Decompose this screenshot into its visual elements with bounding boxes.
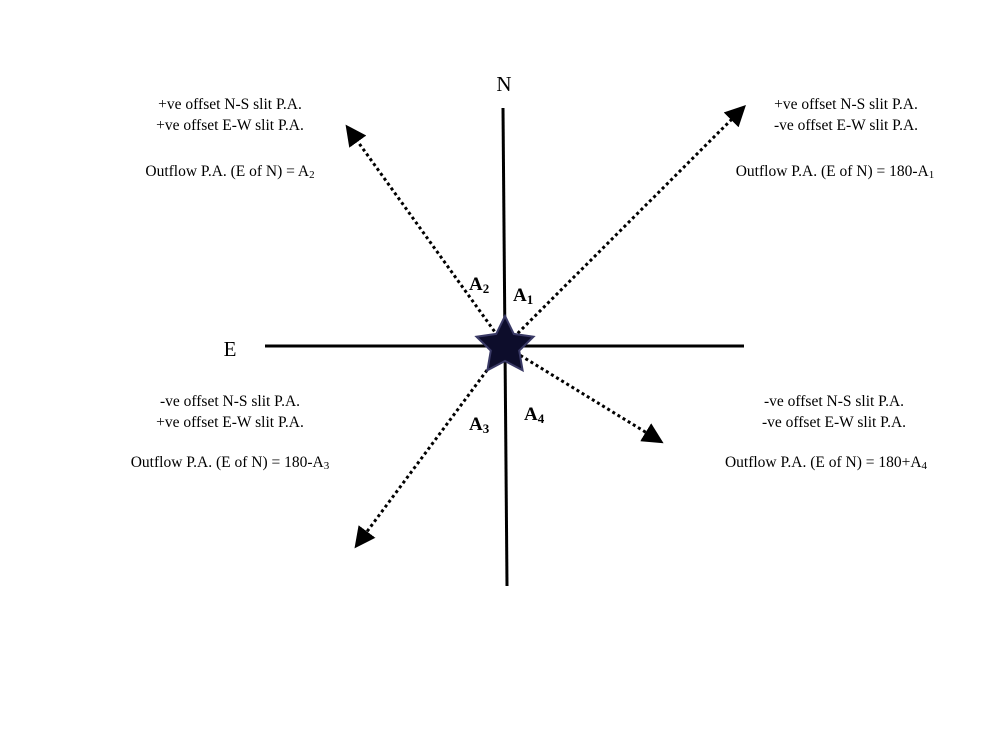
quadrant-bottom-right: -ve offset N-S slit P.A. -ve offset E-W … — [725, 393, 928, 472]
quadrant-top-left: +ve offset N-S slit P.A. +ve offset E-W … — [145, 96, 314, 181]
angle-label-a1: A1 — [513, 285, 533, 307]
arrow-upper-right — [503, 105, 746, 348]
north-label: N — [496, 72, 511, 96]
ns-offset-text: +ve offset N-S slit P.A. — [158, 96, 302, 113]
ew-offset-text: +ve offset E-W slit P.A. — [156, 117, 304, 134]
star-icon — [474, 313, 536, 373]
arrow-upper-left — [345, 124, 507, 347]
east-label: E — [224, 337, 237, 361]
ns-offset-text: +ve offset N-S slit P.A. — [774, 96, 918, 113]
angle-label-a2: A2 — [469, 274, 489, 296]
outflow-text: Outflow P.A. (E of N) = 180-A3 — [131, 454, 330, 472]
ns-offset-text: -ve offset N-S slit P.A. — [160, 393, 300, 410]
ew-offset-text: -ve offset E-W slit P.A. — [762, 414, 906, 431]
quadrant-top-right: +ve offset N-S slit P.A. -ve offset E-W … — [736, 96, 935, 181]
quadrant-bottom-left: -ve offset N-S slit P.A. +ve offset E-W … — [131, 393, 330, 472]
outflow-text: Outflow P.A. (E of N) = 180-A1 — [736, 163, 935, 181]
ns-offset-text: -ve offset N-S slit P.A. — [764, 393, 904, 410]
arrow-lower-left — [354, 345, 507, 549]
outflow-text: Outflow P.A. (E of N) = 180+A4 — [725, 454, 928, 472]
arrow-lower-right — [504, 344, 664, 444]
ew-offset-text: -ve offset E-W slit P.A. — [774, 117, 918, 134]
angle-label-a4: A4 — [524, 404, 545, 426]
angle-label-a3: A3 — [469, 414, 490, 436]
outflow-text: Outflow P.A. (E of N) = A2 — [145, 163, 314, 181]
ew-offset-text: +ve offset E-W slit P.A. — [156, 414, 304, 431]
